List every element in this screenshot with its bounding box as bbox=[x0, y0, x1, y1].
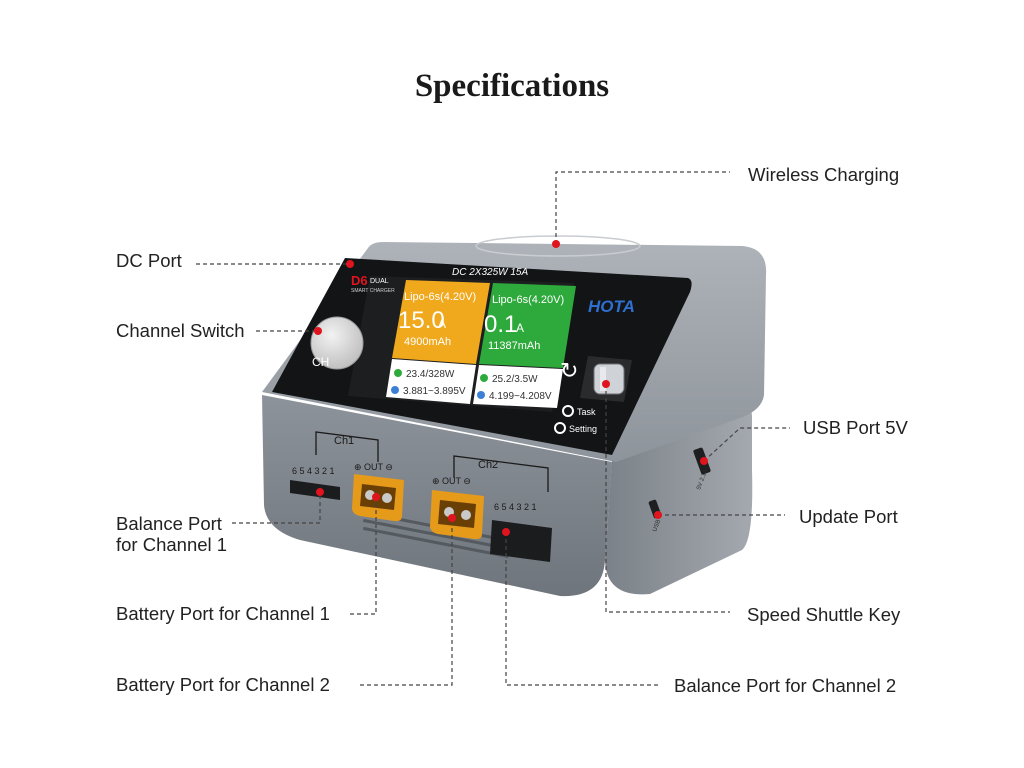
ch2-battery-port[interactable] bbox=[430, 490, 484, 540]
page-title: Specifications bbox=[414, 68, 610, 104]
speed-shuttle-key[interactable] bbox=[580, 356, 632, 402]
label-balance-ch1-line1: Balance Port bbox=[116, 513, 222, 534]
model-sub: SMART CHARGER bbox=[351, 288, 395, 294]
ch1-power: 23.4/328W bbox=[406, 369, 455, 380]
ch2-bracket bbox=[453, 455, 549, 492]
ch1-battery: Lipo-6s(4.20V) bbox=[404, 291, 476, 303]
label-battery-ch2: Battery Port for Channel 2 bbox=[116, 674, 330, 695]
task-label: Task bbox=[577, 407, 596, 417]
ch1-pin-numbers: 6 5 4 3 2 1 bbox=[292, 466, 335, 476]
ch2-pin-numbers: 6 5 4 3 2 1 bbox=[494, 502, 537, 512]
callout-lines bbox=[196, 171, 790, 686]
model-suffix: DUAL bbox=[370, 278, 389, 285]
ch1-voltage: 3.881~3.895V bbox=[403, 386, 466, 397]
ch1-capacity: 4900mAh bbox=[404, 336, 451, 348]
label-wireless-charging: Wireless Charging bbox=[748, 164, 900, 185]
update-side-label: USB bbox=[652, 519, 662, 533]
label-dc-port: DC Port bbox=[116, 250, 182, 271]
label-balance-ch2: Balance Port for Channel 2 bbox=[674, 675, 897, 696]
brand-logo: HOTA bbox=[588, 297, 635, 316]
ch-button-label: CH bbox=[312, 355, 329, 369]
callout-markers bbox=[314, 240, 708, 536]
ch2-power: 25.2/3.5W bbox=[492, 374, 538, 385]
ch1-balance-port[interactable] bbox=[290, 480, 340, 500]
ch1-panel bbox=[392, 280, 490, 364]
ch1-current: 15.0 bbox=[398, 307, 445, 334]
ch2-battery: Lipo-6s(4.20V) bbox=[492, 294, 564, 306]
ch1-out-label: ⊕ OUT ⊖ bbox=[354, 462, 393, 472]
setting-label: Setting bbox=[569, 424, 597, 434]
channel-switch-button[interactable]: CH bbox=[310, 316, 364, 370]
ch2-label: Ch2 bbox=[478, 459, 498, 471]
ch1-bracket bbox=[315, 431, 379, 462]
ch1-unit: A bbox=[438, 317, 446, 331]
rotate-arrow-icon: ↻ bbox=[560, 358, 578, 383]
ch2-current: 0.1 bbox=[484, 311, 517, 338]
label-update-port: Update Port bbox=[799, 506, 898, 527]
ch2-capacity: 11387mAh bbox=[488, 340, 540, 352]
ch1-label: Ch1 bbox=[334, 435, 354, 447]
label-speed-shuttle-key: Speed Shuttle Key bbox=[747, 604, 901, 625]
label-battery-ch1: Battery Port for Channel 1 bbox=[116, 603, 330, 624]
ch2-out-label: ⊕ OUT ⊖ bbox=[432, 476, 471, 486]
ch2-voltage: 4.199~4.208V bbox=[489, 391, 552, 402]
ch2-unit: A bbox=[516, 321, 524, 335]
ch2-panel bbox=[479, 283, 576, 368]
model-label: D6 bbox=[351, 273, 368, 288]
screen-header: DC 2X325W 15A bbox=[452, 267, 528, 278]
label-usb-port: USB Port 5V bbox=[803, 417, 908, 438]
lcd-screen: DC 2X325W 15A D6 DUAL SMART CHARGER Lipo… bbox=[348, 267, 635, 434]
label-balance-ch1-line2: for Channel 1 bbox=[116, 534, 228, 555]
label-channel-switch: Channel Switch bbox=[116, 320, 245, 341]
